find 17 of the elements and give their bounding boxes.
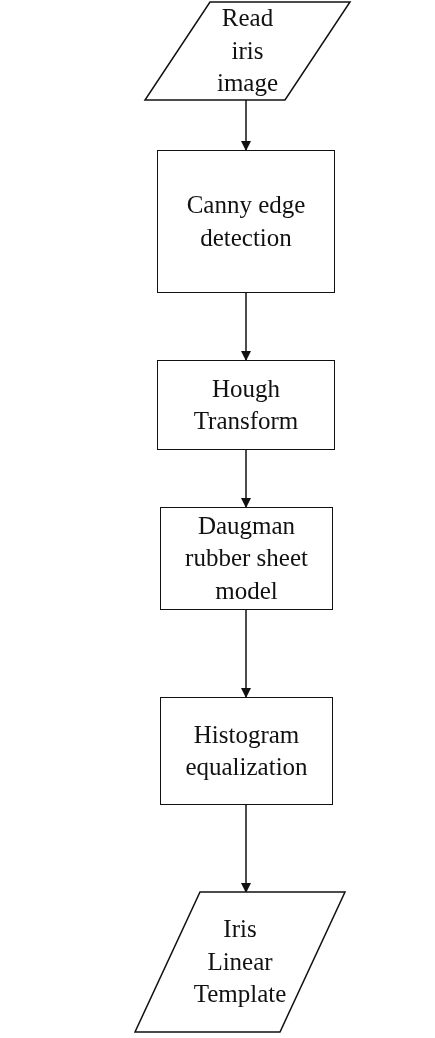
step-label: Hough Transform (192, 373, 300, 436)
process-box (157, 360, 335, 450)
process-box (160, 697, 333, 805)
arrow (241, 804, 251, 893)
process-box (157, 150, 335, 293)
arrow (241, 292, 251, 361)
step-label: Histogram equalization (184, 719, 309, 782)
process-box (160, 507, 333, 610)
step-label: Daugman rubber sheet model (184, 510, 309, 606)
arrow (241, 99, 251, 151)
step-label: Iris Linear Template (193, 914, 287, 1010)
io-parallelogram (145, 2, 350, 100)
step-label: Read iris image (215, 3, 280, 99)
step-label: Canny edge detection (185, 190, 307, 253)
arrow (241, 609, 251, 698)
arrow (241, 449, 251, 508)
io-parallelogram (135, 892, 345, 1032)
